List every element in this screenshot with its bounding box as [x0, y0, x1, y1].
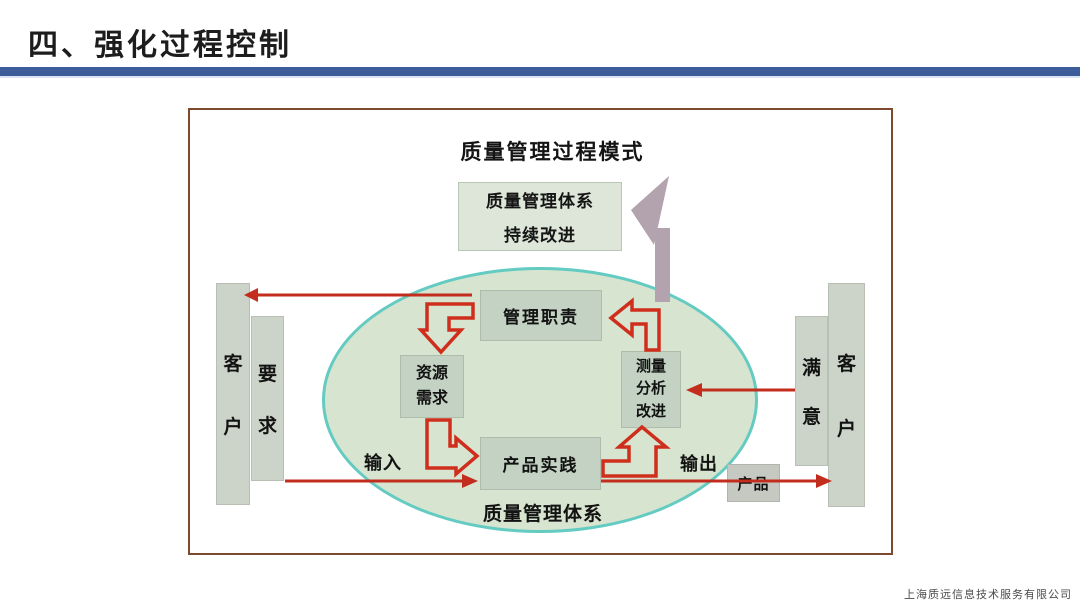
qms-bottom-label: 质量管理体系 [482, 504, 603, 525]
measurement-line1: 测量 [635, 357, 666, 375]
resources-line1: 资源 [415, 364, 448, 382]
continuous-improvement-box: 质量管理体系 持续改进 [458, 182, 622, 251]
product-practice-label: 产品实践 [502, 456, 579, 475]
satisfaction-bar: 满 意 [795, 316, 828, 466]
left-customer-char1: 客 [223, 353, 243, 375]
management-responsibility-box: 管理职责 [480, 290, 602, 341]
input-label: 输入 [364, 453, 402, 473]
requirement-char1: 要 [257, 364, 277, 386]
product-label: 产品 [737, 475, 770, 493]
product-box: 产品 [727, 464, 780, 502]
output-label: 输出 [680, 454, 718, 474]
product-practice-box: 产品实践 [480, 437, 601, 490]
satisfaction-char2: 意 [801, 407, 821, 428]
requirement-bar: 要 求 [251, 316, 284, 481]
diagram-title: 质量管理过程模式 [460, 141, 645, 164]
topbox-line2: 持续改进 [504, 226, 576, 245]
requirement-char2: 求 [257, 415, 277, 437]
left-customer-char2: 户 [223, 417, 243, 439]
left-customer-bar: 客 户 [216, 283, 250, 505]
measurement-analysis-box: 测量 分析 改进 [621, 351, 681, 428]
right-customer-bar: 客 户 [828, 283, 865, 507]
measurement-line3: 改进 [635, 402, 666, 420]
measurement-line2: 分析 [635, 380, 666, 398]
topbox-line1: 质量管理体系 [486, 192, 594, 211]
resource-requirement-box: 资源 需求 [400, 355, 464, 418]
title-underline-bar [0, 67, 1080, 78]
right-customer-char1: 客 [836, 354, 856, 376]
company-footer: 上海质远信息技术服务有限公司 [904, 589, 1072, 601]
resources-line2: 需求 [415, 389, 448, 407]
right-customer-char2: 户 [836, 418, 856, 440]
slide-title: 四、强化过程控制 [28, 29, 292, 62]
management-label: 管理职责 [503, 308, 579, 327]
satisfaction-char1: 满 [801, 358, 821, 379]
